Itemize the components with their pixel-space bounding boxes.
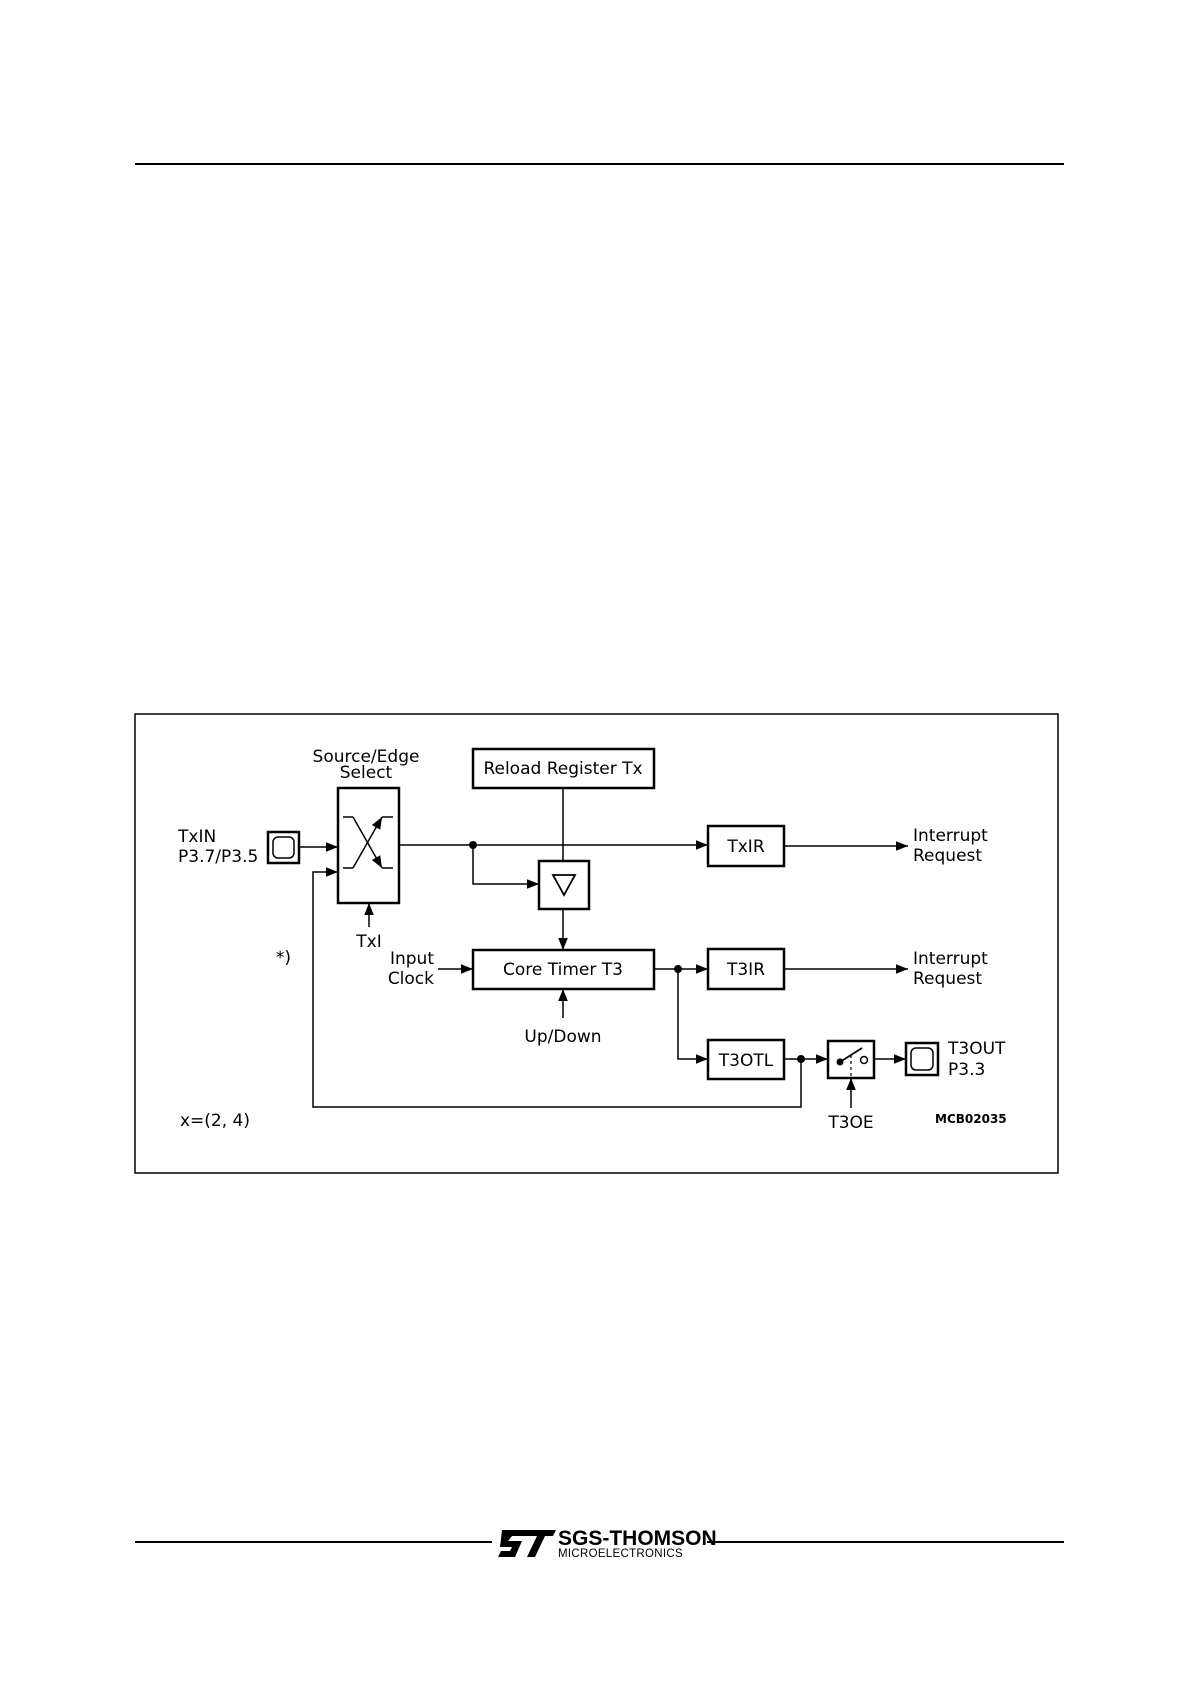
source-edge-select-block xyxy=(336,786,401,905)
junction-to-t3otl-wire xyxy=(677,969,708,1064)
junction-to-transfer-wire xyxy=(472,845,539,889)
svg-text:P3.7/P3.5: P3.7/P3.5 xyxy=(178,847,258,867)
division-name: MICROELECTRONICS xyxy=(558,1548,683,1560)
footnote-mark: *) xyxy=(276,948,291,968)
svg-text:Reload Register Tx: Reload Register Tx xyxy=(483,759,642,779)
svg-text:Source/Edge: Source/Edge xyxy=(313,747,420,767)
feedback-wire xyxy=(312,867,802,1108)
svg-text:Interrupt: Interrupt xyxy=(913,949,988,969)
txin-pin-icon xyxy=(266,830,301,865)
figure-code: MCB02035 xyxy=(935,1112,1007,1126)
svg-text:Request: Request xyxy=(913,969,982,989)
svg-text:Core Timer T3: Core Timer T3 xyxy=(503,960,623,980)
t3ir-block: T3IR xyxy=(706,947,786,991)
t3oe-label: T3OE xyxy=(827,1113,873,1133)
txi-label: TxI xyxy=(355,932,381,952)
footer-rule-left xyxy=(135,1541,492,1543)
svg-text:Input: Input xyxy=(390,949,434,969)
svg-text:P3.3: P3.3 xyxy=(948,1060,985,1080)
svg-text:T3OUT: T3OUT xyxy=(947,1039,1006,1059)
svg-text:T3OTL: T3OTL xyxy=(718,1051,774,1071)
st-logo-icon xyxy=(498,1530,556,1557)
core-timer-block: Core Timer T3 xyxy=(471,948,656,991)
t3out-pin-icon xyxy=(904,1041,940,1077)
company-name: SGS-THOMSON xyxy=(558,1527,717,1550)
x-values-note: x=(2, 4) xyxy=(180,1111,250,1131)
top-rule xyxy=(135,163,1064,165)
interrupt-request-label-1: Interrupt Request xyxy=(913,826,988,866)
source-edge-select-label: Source/Edge Select xyxy=(313,747,420,783)
diagram-frame xyxy=(134,713,1059,1174)
txin-label: TxIN P3.7/P3.5 xyxy=(177,827,258,867)
reload-register-block: Reload Register Tx xyxy=(471,747,656,790)
svg-text:Request: Request xyxy=(913,846,982,866)
interrupt-request-label-2: Interrupt Request xyxy=(913,949,988,989)
t3otl-block: T3OTL xyxy=(706,1038,786,1081)
reload-transfer-gate xyxy=(537,859,591,911)
footer-rule-right xyxy=(707,1541,1064,1543)
svg-text:TxIR: TxIR xyxy=(726,837,764,857)
svg-text:T3IR: T3IR xyxy=(726,960,765,980)
txir-block: TxIR xyxy=(706,824,786,868)
output-switch-icon xyxy=(826,1039,876,1080)
svg-text:Interrupt: Interrupt xyxy=(913,826,988,846)
svg-text:Clock: Clock xyxy=(388,969,434,989)
input-clock-label: Input Clock xyxy=(388,949,435,989)
up-down-label: Up/Down xyxy=(524,1027,601,1047)
t3out-label: T3OUT P3.3 xyxy=(947,1039,1006,1080)
svg-text:TxIN: TxIN xyxy=(177,827,216,847)
svg-text:Select: Select xyxy=(340,763,393,783)
